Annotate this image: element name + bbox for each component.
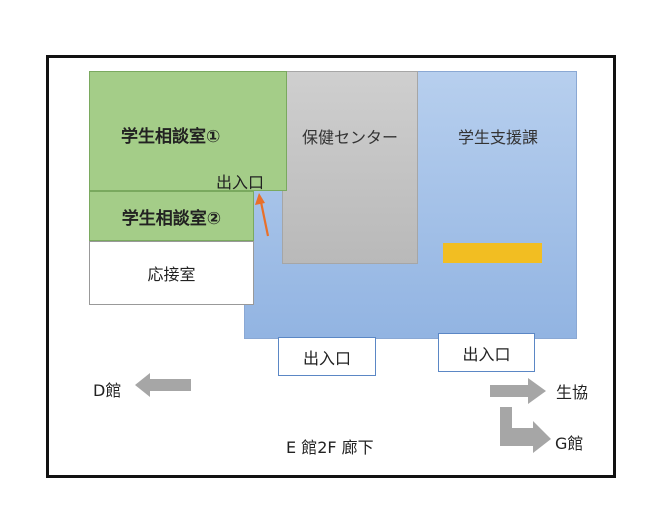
health-center: 保健センター [282, 71, 418, 264]
coop-label: 生協 [556, 383, 589, 402]
floor-plan-frame [46, 55, 616, 478]
entrance-right-label: 出入口 [462, 344, 511, 364]
entrance-left: 出入口 [278, 337, 376, 376]
counseling-room-1-exit-label: 出入口 [216, 173, 265, 192]
d-building-label: D館 [93, 381, 122, 400]
right-arrow-icon [490, 378, 546, 404]
counter-bar [443, 243, 542, 263]
health-center-label: 保健センター [301, 128, 398, 147]
counseling-room-2-label: 学生相談室② [121, 208, 222, 229]
counseling-room-2: 学生相談室② [89, 191, 254, 241]
corridor-label: E 館2F 廊下 [286, 438, 374, 457]
g-building-label: G館 [555, 434, 584, 453]
orange-arrow-icon [255, 193, 270, 237]
entrance-right: 出入口 [438, 333, 535, 372]
down-right-arrow-icon [500, 407, 551, 453]
counseling-room-1-label: 学生相談室① [121, 127, 221, 147]
student-support-label: 学生支援課 [457, 128, 538, 147]
entrance-left-label: 出入口 [302, 348, 351, 368]
reception-room: 応接室 [89, 241, 254, 305]
counseling-room-1: 学生相談室① [89, 71, 287, 191]
reception-room-label: 応接室 [147, 265, 196, 284]
left-arrow-icon [135, 373, 191, 397]
